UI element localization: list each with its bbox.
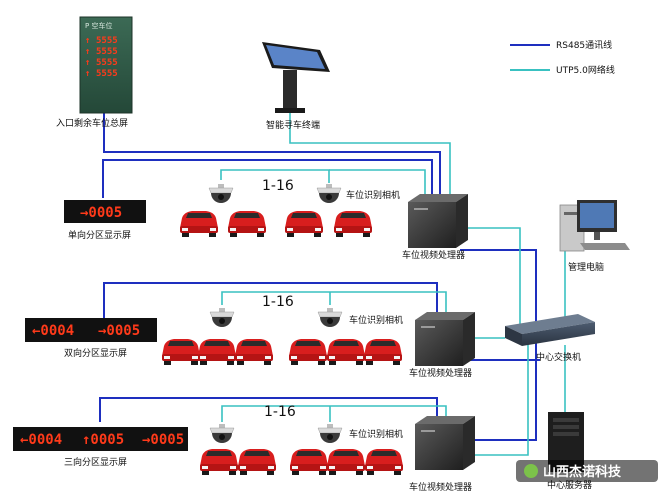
zone-3-car-3 [290, 449, 328, 475]
zone-2-camera-2 [317, 307, 343, 328]
entrance-sign-panel [79, 16, 133, 114]
zone-2-car-3 [235, 339, 273, 365]
entrance-sign-row-4: 5555 [96, 69, 118, 79]
legend-rs485-label: RS485通讯线 [556, 39, 612, 51]
switch-label: 中心交换机 [536, 351, 581, 363]
zone-1-car-3 [285, 211, 323, 237]
mgmt-pc: 管理电脑 [559, 200, 630, 273]
zone-3-camera-1 [209, 423, 235, 444]
zone-1-car-1 [180, 211, 218, 237]
zone-3-display-label: 三向分区显示屏 [64, 456, 127, 468]
kiosk: 智能寻车终端 [262, 42, 330, 131]
server-bay-1 [553, 418, 579, 422]
zone-1-camera-1 [208, 183, 234, 204]
zone-1-car-4 [334, 211, 372, 237]
switch-front [505, 326, 522, 346]
entrance-sign: P 空车位 ↑ 5555 ↑ 5555 ↑ 5555 ↑ 5555 入口剩余车位… [56, 16, 133, 129]
zone-1-display-label: 单向分区显示屏 [68, 229, 131, 241]
server-bay-3 [553, 432, 579, 436]
zone-3-processor [415, 416, 475, 470]
pc-keyboard [580, 243, 630, 250]
pc-tower-drive [564, 212, 580, 215]
zone-2-car-6 [364, 339, 402, 365]
entrance-sign-row-1-arrow: ↑ [85, 36, 90, 46]
zone-2-camera-1 [209, 307, 235, 328]
zone-2-car-1 [162, 339, 200, 365]
zone-1-camera-label: 车位识别相机 [346, 189, 400, 201]
zone-2-car-4 [289, 339, 327, 365]
switch-body [522, 322, 595, 346]
zone-1-camera-2 [316, 183, 342, 204]
legend: RS485通讯线 UTP5.0网络线 [510, 39, 615, 76]
zone-3-display-item-3: →0005 [142, 432, 184, 448]
zone-1-display [64, 200, 146, 223]
entrance-sign-row-3: 5555 [96, 58, 118, 68]
pc-monitor-stand [594, 232, 600, 240]
zone-3-display [13, 427, 188, 451]
entrance-sign-row-4-arrow: ↑ [85, 69, 90, 79]
kiosk-label: 智能寻车终端 [266, 119, 320, 131]
zone-2-car-2 [198, 339, 236, 365]
entrance-sign-row-1: 5555 [96, 36, 118, 46]
watermark-bg [516, 460, 658, 482]
zone-2-processor [415, 312, 475, 366]
rs485-wires [99, 113, 540, 441]
watermark-text: 山西杰诺科技 [543, 464, 622, 480]
zone-3-car-4 [327, 449, 365, 475]
wechat-icon [524, 464, 538, 478]
zone-1-processor [408, 194, 468, 248]
zone-3-processor-label: 车位视频处理器 [409, 481, 472, 493]
switch-top [505, 314, 595, 334]
entrance-sign-label: 入口剩余车位总屏 [56, 117, 128, 129]
pc-monitor-screen [580, 203, 614, 228]
zone-2-display-item-2: →0005 [98, 323, 140, 339]
zone-2-range: 1-16 [262, 294, 294, 310]
zone-3: ←0004 ↑0005 →0005 三向分区显示屏 1-16 车位识别相机 车位… [13, 404, 475, 493]
kiosk-stand [283, 70, 297, 110]
zone-3-car-1 [200, 449, 238, 475]
kiosk-screen [266, 45, 325, 69]
kiosk-base [275, 108, 305, 113]
zone-3-range: 1-16 [264, 404, 296, 420]
zone-2-camera-label: 车位识别相机 [349, 314, 403, 326]
mgmt-pc-label: 管理电脑 [568, 261, 604, 273]
server-bay-2 [553, 425, 579, 429]
entrance-sign-header: P 空车位 [85, 21, 112, 30]
zone-3-car-5 [365, 449, 403, 475]
center-switch: 中心交换机 [505, 314, 595, 363]
zone-2: ←0004 →0005 双向分区显示屏 1-16 车位识别相机 车位视频处理器 [25, 294, 475, 379]
zone-3-display-item-1: ←0004 [20, 432, 62, 448]
entrance-sign-row-3-arrow: ↑ [85, 58, 90, 68]
entrance-sign-row-2: 5555 [96, 47, 118, 57]
zone-3-display-item-2: ↑0005 [82, 432, 124, 448]
zone-1-processor-label: 车位视频处理器 [402, 249, 465, 261]
entrance-sign-row-2-arrow: ↑ [85, 47, 90, 57]
zone-2-car-5 [327, 339, 365, 365]
zone-3-car-2 [238, 449, 276, 475]
zone-1-range: 1-16 [262, 178, 294, 194]
zone-1-car-2 [228, 211, 266, 237]
zone-3-camera-2 [317, 423, 343, 444]
zone-2-display [25, 318, 157, 342]
zone-1-display-item-1: →0005 [80, 205, 122, 221]
watermark: 山西杰诺科技 [516, 460, 658, 482]
zone-1: →0005 单向分区显示屏 1-16 车位识别相机 车位视频处理器 [64, 178, 468, 261]
zone-2-processor-label: 车位视频处理器 [409, 367, 472, 379]
zone-2-display-item-1: ←0004 [32, 323, 74, 339]
zone-2-display-label: 双向分区显示屏 [64, 347, 127, 359]
zone-3-camera-label: 车位识别相机 [349, 428, 403, 440]
legend-utp-label: UTP5.0网络线 [556, 64, 615, 76]
